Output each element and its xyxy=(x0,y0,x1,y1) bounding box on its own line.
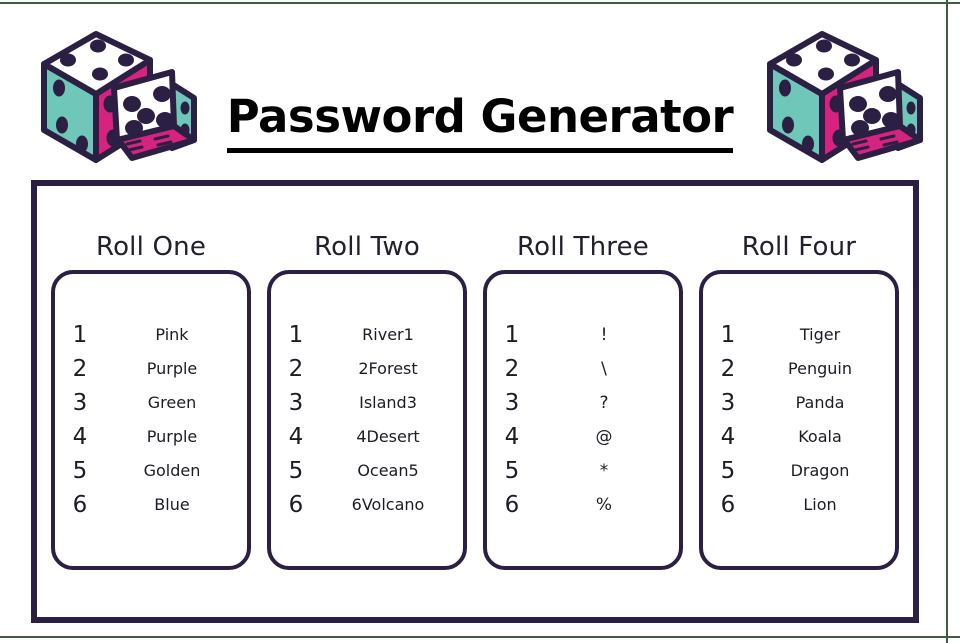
roll-value: Ocean5 xyxy=(357,461,419,480)
table-row: 6 % xyxy=(489,488,677,522)
page-title: Password Generator xyxy=(226,92,734,153)
table-row: 2 2Forest xyxy=(273,352,461,386)
table-row: 3 Island3 xyxy=(273,386,461,420)
roll-columns: Roll One 1 Pink 2 Purple 3 Green xyxy=(45,232,915,587)
roll-number: 2 xyxy=(720,355,736,382)
roll-value: Koala xyxy=(798,427,842,446)
roll-value: Dragon xyxy=(790,461,850,480)
roll-value: Tiger xyxy=(799,325,841,344)
roll-number: 1 xyxy=(72,321,88,348)
dice-pair-icon-right xyxy=(748,22,948,172)
roll-value: @ xyxy=(595,426,613,447)
roll-two-card: 1 River1 2 2Forest 3 Island3 4 4Desert xyxy=(267,270,467,570)
roll-number: 5 xyxy=(72,457,88,484)
roll-number: 5 xyxy=(288,457,304,484)
roll-value: 2Forest xyxy=(358,359,418,378)
roll-number: 1 xyxy=(720,321,736,348)
roll-number: 2 xyxy=(288,355,304,382)
table-row: 3 ? xyxy=(489,386,677,420)
roll-value: 6Volcano xyxy=(351,495,425,514)
table-row: 1 Pink xyxy=(57,318,245,352)
roll-three-card: 1 ! 2 \ 3 ? 4 @ xyxy=(483,270,683,570)
roll-value: ! xyxy=(600,324,608,345)
roll-value: Island3 xyxy=(359,393,417,412)
table-row: 4 Purple xyxy=(57,420,245,454)
roll-one-heading: Roll One xyxy=(95,232,207,262)
roll-column-two: Roll Two 1 River1 2 2Forest 3 Island3 xyxy=(261,232,473,570)
table-row: 1 Tiger xyxy=(705,318,893,352)
table-row: 6 Blue xyxy=(57,488,245,522)
roll-one-card: 1 Pink 2 Purple 3 Green 4 Purple xyxy=(51,270,251,570)
roll-value: Golden xyxy=(143,461,201,480)
roll-two-heading: Roll Two xyxy=(314,232,420,262)
roll-value: Blue xyxy=(154,495,190,514)
table-row: 1 River1 xyxy=(273,318,461,352)
table-row: 5 Ocean5 xyxy=(273,454,461,488)
table-row: 2 Purple xyxy=(57,352,245,386)
roll-four-heading: Roll Four xyxy=(741,232,857,262)
table-row: 5 Dragon xyxy=(705,454,893,488)
table-row: 3 Green xyxy=(57,386,245,420)
roll-number: 3 xyxy=(720,389,736,416)
roll-number: 6 xyxy=(504,491,520,518)
table-row: 2 \ xyxy=(489,352,677,386)
roll-number: 3 xyxy=(72,389,88,416)
roll-number: 4 xyxy=(720,423,736,450)
roll-number: 1 xyxy=(288,321,304,348)
table-row: 5 Golden xyxy=(57,454,245,488)
page-title-container: Password Generator xyxy=(0,92,960,153)
roll-number: 6 xyxy=(720,491,736,518)
roll-number: 6 xyxy=(72,491,88,518)
roll-value: Penguin xyxy=(788,359,852,378)
roll-number: 4 xyxy=(288,423,304,450)
table-row: 3 Panda xyxy=(705,386,893,420)
roll-four-rows: 1 Tiger 2 Penguin 3 Panda 4 Koala xyxy=(705,318,893,522)
roll-number: 1 xyxy=(504,321,520,348)
table-row: 1 ! xyxy=(489,318,677,352)
table-row: 5 * xyxy=(489,454,677,488)
roll-value: Pink xyxy=(155,325,189,344)
roll-number: 2 xyxy=(72,355,88,382)
roll-number: 5 xyxy=(504,457,520,484)
roll-value: Purple xyxy=(146,427,198,446)
roll-number: 4 xyxy=(504,423,520,450)
roll-value: * xyxy=(599,460,609,481)
table-row: 4 Koala xyxy=(705,420,893,454)
dice-pair-icon-left xyxy=(22,22,222,172)
roll-three-heading: Roll Three xyxy=(517,232,649,262)
roll-value: Lion xyxy=(803,495,837,514)
roll-number: 3 xyxy=(504,389,520,416)
roll-value: ? xyxy=(599,392,609,413)
roll-four-card: 1 Tiger 2 Penguin 3 Panda 4 Koala xyxy=(699,270,899,570)
right-edge-rule xyxy=(946,0,948,643)
roll-number: 2 xyxy=(504,355,520,382)
roll-number: 4 xyxy=(72,423,88,450)
roll-number: 6 xyxy=(288,491,304,518)
roll-column-three: Roll Three 1 ! 2 \ 3 ? xyxy=(477,232,689,570)
roll-value: River1 xyxy=(362,325,414,344)
table-row: 6 Lion xyxy=(705,488,893,522)
table-row: 4 4Desert xyxy=(273,420,461,454)
roll-value: 4Desert xyxy=(356,427,420,446)
roll-three-rows: 1 ! 2 \ 3 ? 4 @ xyxy=(489,318,677,522)
roll-one-rows: 1 Pink 2 Purple 3 Green 4 Purple xyxy=(57,318,245,522)
roll-column-one: Roll One 1 Pink 2 Purple 3 Green xyxy=(45,232,257,570)
table-row: 2 Penguin xyxy=(705,352,893,386)
roll-value: % xyxy=(595,494,613,515)
roll-value: \ xyxy=(601,358,607,379)
table-row: 6 6Volcano xyxy=(273,488,461,522)
bottom-edge-rule xyxy=(0,636,960,638)
top-edge-rule xyxy=(0,2,960,4)
table-row: 4 @ xyxy=(489,420,677,454)
roll-value: Green xyxy=(147,393,197,412)
roll-column-four: Roll Four 1 Tiger 2 Penguin 3 Panda xyxy=(693,232,905,570)
roll-number: 5 xyxy=(720,457,736,484)
roll-value: Purple xyxy=(146,359,198,378)
roll-two-rows: 1 River1 2 2Forest 3 Island3 4 4Desert xyxy=(273,318,461,522)
roll-number: 3 xyxy=(288,389,304,416)
roll-value: Panda xyxy=(795,393,845,412)
